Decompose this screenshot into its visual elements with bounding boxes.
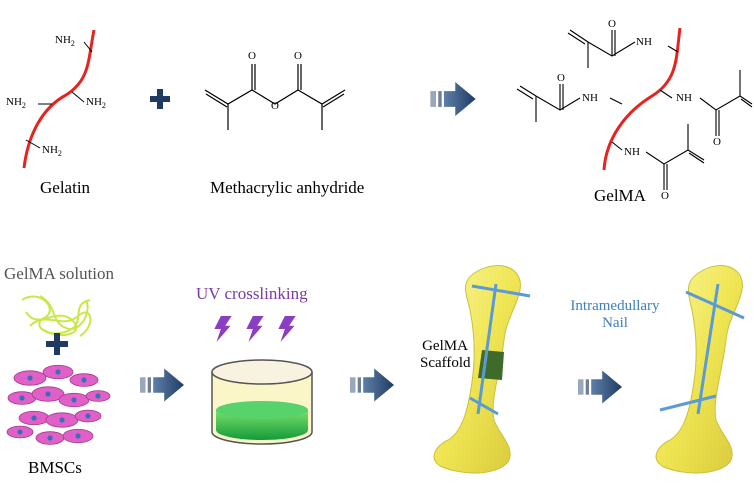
lightning-icon (278, 316, 296, 342)
oxygen-label: O (557, 72, 565, 84)
nh2-label: NH2 (55, 34, 75, 49)
right-arrow-icon (350, 368, 394, 402)
bmsc-cells-illustration (6, 364, 111, 445)
gelma-solution-illustration (21, 295, 92, 337)
gelatin-label: Gelatin (40, 178, 91, 197)
gelma-solution-label: GelMA solution (4, 264, 115, 283)
cell-nucleus (47, 435, 53, 441)
femur-bone-icon (655, 265, 745, 474)
uv-crosslinking-label: UV crosslinking (196, 284, 308, 303)
nh2-label: NH2 (42, 144, 62, 159)
oxygen-label: O (271, 100, 279, 112)
cell-nucleus (31, 415, 37, 421)
cell-nucleus (17, 429, 23, 435)
cell-nucleus (45, 391, 51, 397)
oxygen-label: O (608, 18, 616, 30)
oxygen-label: O (713, 136, 721, 148)
cell-nucleus (19, 395, 25, 401)
right-arrow-icon (140, 368, 184, 402)
gelma-structure (516, 27, 753, 190)
gelma-scaffold-label: GelMA Scaffold (420, 338, 471, 371)
lightning-icon (214, 316, 232, 342)
oxygen-label: O (661, 190, 669, 202)
cell-nucleus (75, 433, 81, 439)
nail-rod (476, 283, 498, 415)
bmscs-label: BMSCs (28, 458, 82, 477)
cell-nucleus (95, 393, 101, 399)
plus-icon (150, 89, 170, 109)
right-arrow-icon (430, 82, 476, 116)
methacrylic-anhydride-structure (204, 64, 346, 130)
plus-icon (46, 333, 68, 355)
cell-nucleus (27, 375, 33, 381)
oxygen-label: O (248, 50, 256, 62)
femur-bone-icon (433, 265, 531, 474)
cell-nucleus (71, 397, 77, 403)
nh-label: NH (636, 36, 652, 48)
methacrylic-anhydride-label: Methacrylic anhydride (210, 178, 365, 197)
nh-label: NH (624, 146, 640, 158)
lightning-icon (246, 316, 264, 342)
oxygen-label: O (294, 50, 302, 62)
cell-nucleus (85, 413, 91, 419)
nh-label: NH (582, 92, 598, 104)
nh2-label: NH2 (6, 96, 26, 111)
cell-nucleus (81, 377, 87, 383)
cell-nucleus (55, 369, 61, 375)
gelatin-structure (22, 29, 96, 169)
petri-dish-icon (211, 359, 313, 445)
right-arrow-icon (578, 370, 622, 404)
cell-nucleus (59, 417, 65, 423)
nh-label: NH (676, 92, 692, 104)
intramedullary-nail-label: Intramedullary Nail (570, 298, 660, 331)
gelma-label: GelMA (594, 186, 646, 205)
nh2-label: NH2 (86, 96, 106, 111)
